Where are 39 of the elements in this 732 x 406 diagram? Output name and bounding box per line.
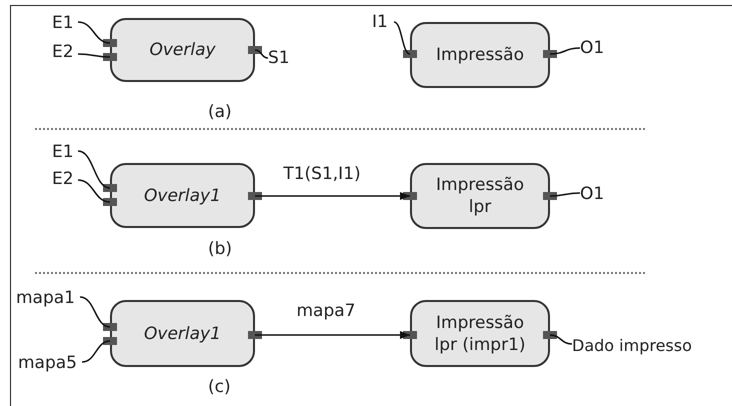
port-label: mapa5	[18, 352, 78, 374]
process-label: Impressão lpr (impr1)	[433, 312, 527, 356]
leader-line	[78, 53, 110, 58]
process-box	[410, 22, 550, 88]
process-label: Impressão lpr	[435, 174, 525, 218]
arrow	[255, 192, 410, 200]
process-box	[410, 300, 550, 367]
leader-line	[80, 296, 110, 328]
process-label: Overlay1	[144, 184, 221, 206]
process-box	[410, 163, 550, 229]
port-label: S1	[268, 47, 290, 69]
port-label: O1	[580, 37, 604, 59]
leader-line	[550, 192, 580, 197]
leader-line	[550, 47, 580, 55]
process-box	[110, 163, 255, 228]
panel-label: (b)	[208, 238, 232, 260]
arrow	[255, 331, 410, 339]
port-label: I1	[372, 11, 388, 33]
port-label: E2	[52, 168, 74, 190]
leader-line	[78, 179, 110, 203]
port-label: O1	[580, 183, 604, 205]
process-box	[110, 300, 255, 367]
leader-line	[394, 21, 410, 55]
process-label: Overlay1	[144, 322, 221, 344]
leader-line	[550, 334, 572, 345]
leader-line	[82, 340, 110, 363]
port-label: E1	[52, 12, 74, 34]
process-box	[110, 18, 255, 82]
panel-label: (c)	[208, 376, 231, 398]
panel-label: (a)	[208, 101, 232, 123]
port-label: E1	[52, 141, 74, 163]
process-label: Overlay	[149, 39, 216, 61]
port-label: Dado impresso	[572, 335, 692, 357]
leader-line	[78, 150, 110, 189]
leader-line	[78, 21, 110, 44]
process-label: Impressão	[436, 44, 524, 66]
port-label: E2	[52, 41, 74, 63]
port-label: mapa1	[16, 287, 76, 309]
leader-line	[254, 49, 268, 59]
